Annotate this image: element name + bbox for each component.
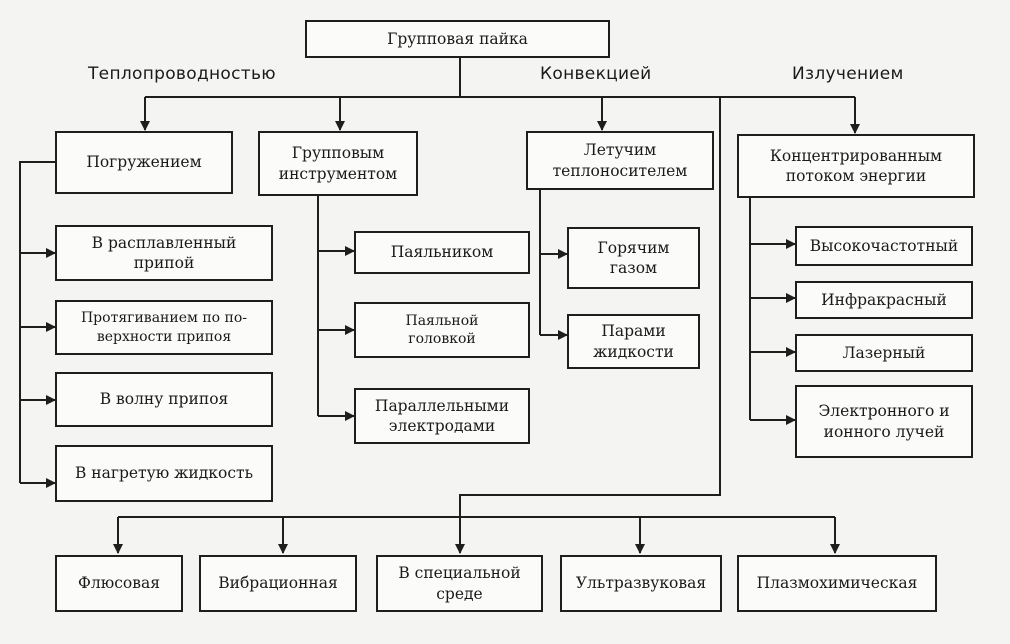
bottom-item: Вибрационная xyxy=(199,555,357,612)
volatile-item: Горячим газом xyxy=(567,227,700,289)
immersion-item: В расплавленный припой xyxy=(55,225,273,281)
immersion-item: Протягиванием по по- верхности припоя xyxy=(55,300,273,355)
immersion-item: В нагретую жидкость xyxy=(55,445,273,502)
category-group-tool: Групповым инструментом xyxy=(258,131,418,196)
concentrated-item: Лазерный xyxy=(795,334,973,372)
root-box: Групповая пайка xyxy=(305,20,610,58)
bottom-item: Плазмохимическая xyxy=(737,555,937,612)
concentrated-item: Высокочастотный xyxy=(795,226,973,266)
bottom-item: Ультразвуковая xyxy=(560,555,722,612)
group-tool-item: Параллельными электродами xyxy=(354,388,530,444)
category-volatile-carrier: Летучим теплоносителем xyxy=(526,131,714,190)
label-radiation: Излучением xyxy=(792,64,904,84)
label-convection: Конвекцией xyxy=(540,64,652,84)
volatile-item: Парами жидкости xyxy=(567,314,700,369)
bottom-item: Флюсовая xyxy=(55,555,183,612)
concentrated-item: Электронного и ионного лучей xyxy=(795,385,973,458)
immersion-item: В волну припоя xyxy=(55,372,273,427)
concentrated-item: Инфракрасный xyxy=(795,281,973,319)
bottom-item: В специальной среде xyxy=(376,555,543,612)
label-conduction: Теплопроводностью xyxy=(88,64,276,84)
group-tool-item: Паяльной головкой xyxy=(354,302,530,358)
group-tool-item: Паяльником xyxy=(354,231,530,274)
category-immersion: Погружением xyxy=(55,131,233,194)
category-concentrated-flux: Концентрированным потоком энергии xyxy=(737,134,975,198)
